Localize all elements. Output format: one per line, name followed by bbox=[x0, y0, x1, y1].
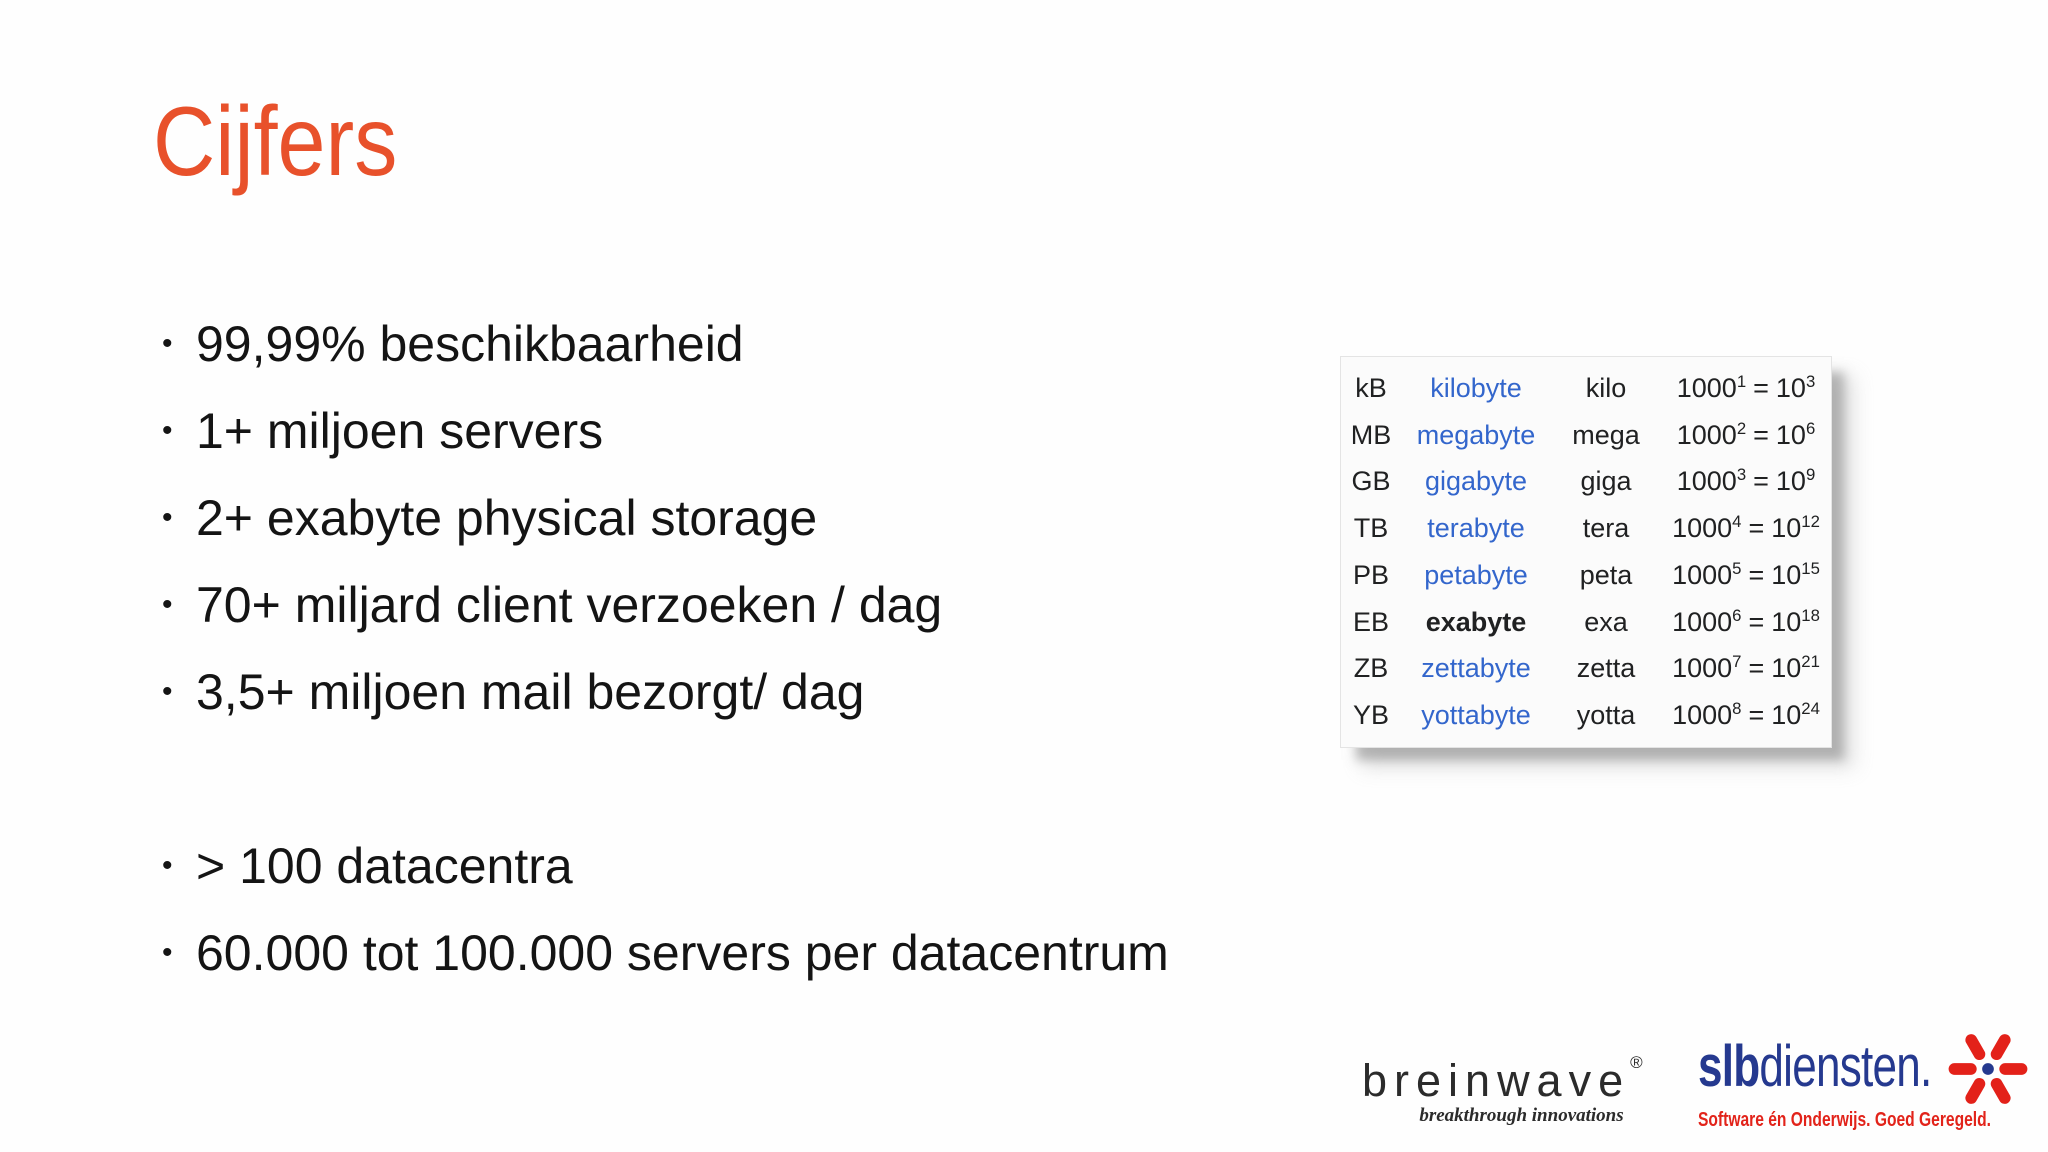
bullet-text: 1+ miljoen servers bbox=[196, 402, 604, 459]
bullet-item: • > 100 datacentra bbox=[150, 822, 1169, 909]
unit-name-link: megabyte bbox=[1416, 419, 1536, 450]
bullet-marker: • bbox=[162, 848, 173, 882]
slbdiensten-logo: slbdiensten. Software én Onderwijs. Goed… bbox=[1698, 1028, 2038, 1132]
bullet-text: 3,5+ miljoen mail bezorgt/ dag bbox=[196, 663, 865, 720]
unit-equation: 10004=1012 bbox=[1672, 512, 1820, 544]
unit-name-link: yottabyte bbox=[1421, 700, 1531, 731]
unit-prefix: peta bbox=[1579, 559, 1633, 590]
unit-equation: 10002=106 bbox=[1676, 418, 1816, 450]
bullet-item: • 99,99% beschikbaarheid bbox=[150, 300, 942, 387]
bullet-text: 2+ exabyte physical storage bbox=[196, 489, 818, 546]
slbdiensten-tagline: Software én Onderwijs. Goed Geregeld. bbox=[1698, 1109, 1992, 1131]
slbdiensten-wordmark-row: slbdiensten. bbox=[1698, 1028, 2038, 1108]
registered-mark-icon: ® bbox=[1630, 1053, 1643, 1072]
unit-equation: 10006=1018 bbox=[1672, 605, 1820, 637]
bullet-marker: • bbox=[162, 326, 173, 360]
unit-prefix: mega bbox=[1572, 419, 1640, 450]
unit-prefix: tera bbox=[1582, 513, 1630, 544]
byte-units-table: kB kilobyte kilo 10001=103 MB megabyte m… bbox=[1340, 356, 1832, 748]
breinwave-tagline: breakthrough innovations bbox=[1419, 1105, 1624, 1126]
slbdiensten-wordmark: slbdiensten. bbox=[1698, 1034, 1932, 1099]
bullet-text: 99,99% beschikbaarheid bbox=[196, 315, 744, 372]
bullet-list-primary: • 99,99% beschikbaarheid • 1+ miljoen se… bbox=[150, 300, 942, 735]
unit-prefix: yotta bbox=[1576, 700, 1636, 731]
unit-symbol: kB bbox=[1355, 372, 1387, 403]
bullet-marker: • bbox=[162, 674, 173, 708]
unit-equation: 10001=103 bbox=[1676, 371, 1816, 403]
page-title: Cijfers bbox=[153, 86, 398, 196]
asterisk-star-icon bbox=[1948, 1034, 2028, 1104]
bullet-text: 70+ miljard client verzoeken / dag bbox=[196, 576, 943, 633]
table-row: PB petabyte peta 10005=1015 bbox=[1341, 552, 1831, 599]
breinwave-logo: breinwave® breakthrough innovations bbox=[1362, 1054, 1662, 1127]
unit-equation: 10005=1015 bbox=[1672, 558, 1820, 590]
table-row: TB terabyte tera 10004=1012 bbox=[1341, 505, 1831, 552]
unit-equation: 10008=1024 bbox=[1672, 699, 1820, 731]
unit-prefix: kilo bbox=[1585, 372, 1627, 403]
unit-symbol: TB bbox=[1353, 513, 1389, 544]
table-row: YB yottabyte yotta 10008=1024 bbox=[1341, 692, 1831, 739]
unit-equation: 10003=109 bbox=[1676, 465, 1816, 497]
table-row: GB gigabyte giga 10003=109 bbox=[1341, 459, 1831, 506]
table-row: ZB zettabyte zetta 10007=1021 bbox=[1341, 646, 1831, 693]
unit-prefix: giga bbox=[1580, 466, 1632, 497]
bullet-text: 60.000 tot 100.000 servers per datacentr… bbox=[196, 924, 1169, 981]
bullet-marker: • bbox=[162, 587, 173, 621]
unit-name-link: gigabyte bbox=[1424, 466, 1528, 497]
bullet-item: • 60.000 tot 100.000 servers per datacen… bbox=[150, 909, 1169, 996]
unit-symbol: ZB bbox=[1353, 653, 1389, 684]
unit-symbol: GB bbox=[1351, 466, 1391, 497]
unit-name-link: kilobyte bbox=[1430, 372, 1522, 403]
unit-name-link: terabyte bbox=[1427, 513, 1525, 544]
unit-symbol: MB bbox=[1350, 419, 1392, 450]
bullet-text: > 100 datacentra bbox=[196, 837, 573, 894]
bullet-marker: • bbox=[162, 935, 173, 969]
table-row: kB kilobyte kilo 10001=103 bbox=[1341, 365, 1831, 412]
unit-prefix: exa bbox=[1584, 606, 1628, 637]
bullet-item: • 70+ miljard client verzoeken / dag bbox=[150, 561, 942, 648]
table-row: EB exabyte exa 10006=1018 bbox=[1341, 599, 1831, 646]
unit-equation: 10007=1021 bbox=[1672, 652, 1820, 684]
unit-symbol: EB bbox=[1352, 606, 1390, 637]
bullet-item: • 3,5+ miljoen mail bezorgt/ dag bbox=[150, 648, 942, 735]
breinwave-wordmark: breinwave® bbox=[1362, 1053, 1643, 1106]
unit-symbol: YB bbox=[1352, 700, 1390, 731]
unit-name-highlighted: exabyte bbox=[1425, 606, 1527, 637]
unit-name-link: zettabyte bbox=[1421, 653, 1531, 684]
unit-prefix: zetta bbox=[1576, 653, 1636, 684]
unit-symbol: PB bbox=[1352, 559, 1390, 590]
bullet-item: • 2+ exabyte physical storage bbox=[150, 474, 942, 561]
bullet-list-secondary: • > 100 datacentra • 60.000 tot 100.000 … bbox=[150, 822, 1169, 996]
bullet-item: • 1+ miljoen servers bbox=[150, 387, 942, 474]
bullet-marker: • bbox=[162, 413, 173, 447]
bullet-marker: • bbox=[162, 500, 173, 534]
table-row: MB megabyte mega 10002=106 bbox=[1341, 412, 1831, 459]
unit-name-link: petabyte bbox=[1424, 559, 1528, 590]
